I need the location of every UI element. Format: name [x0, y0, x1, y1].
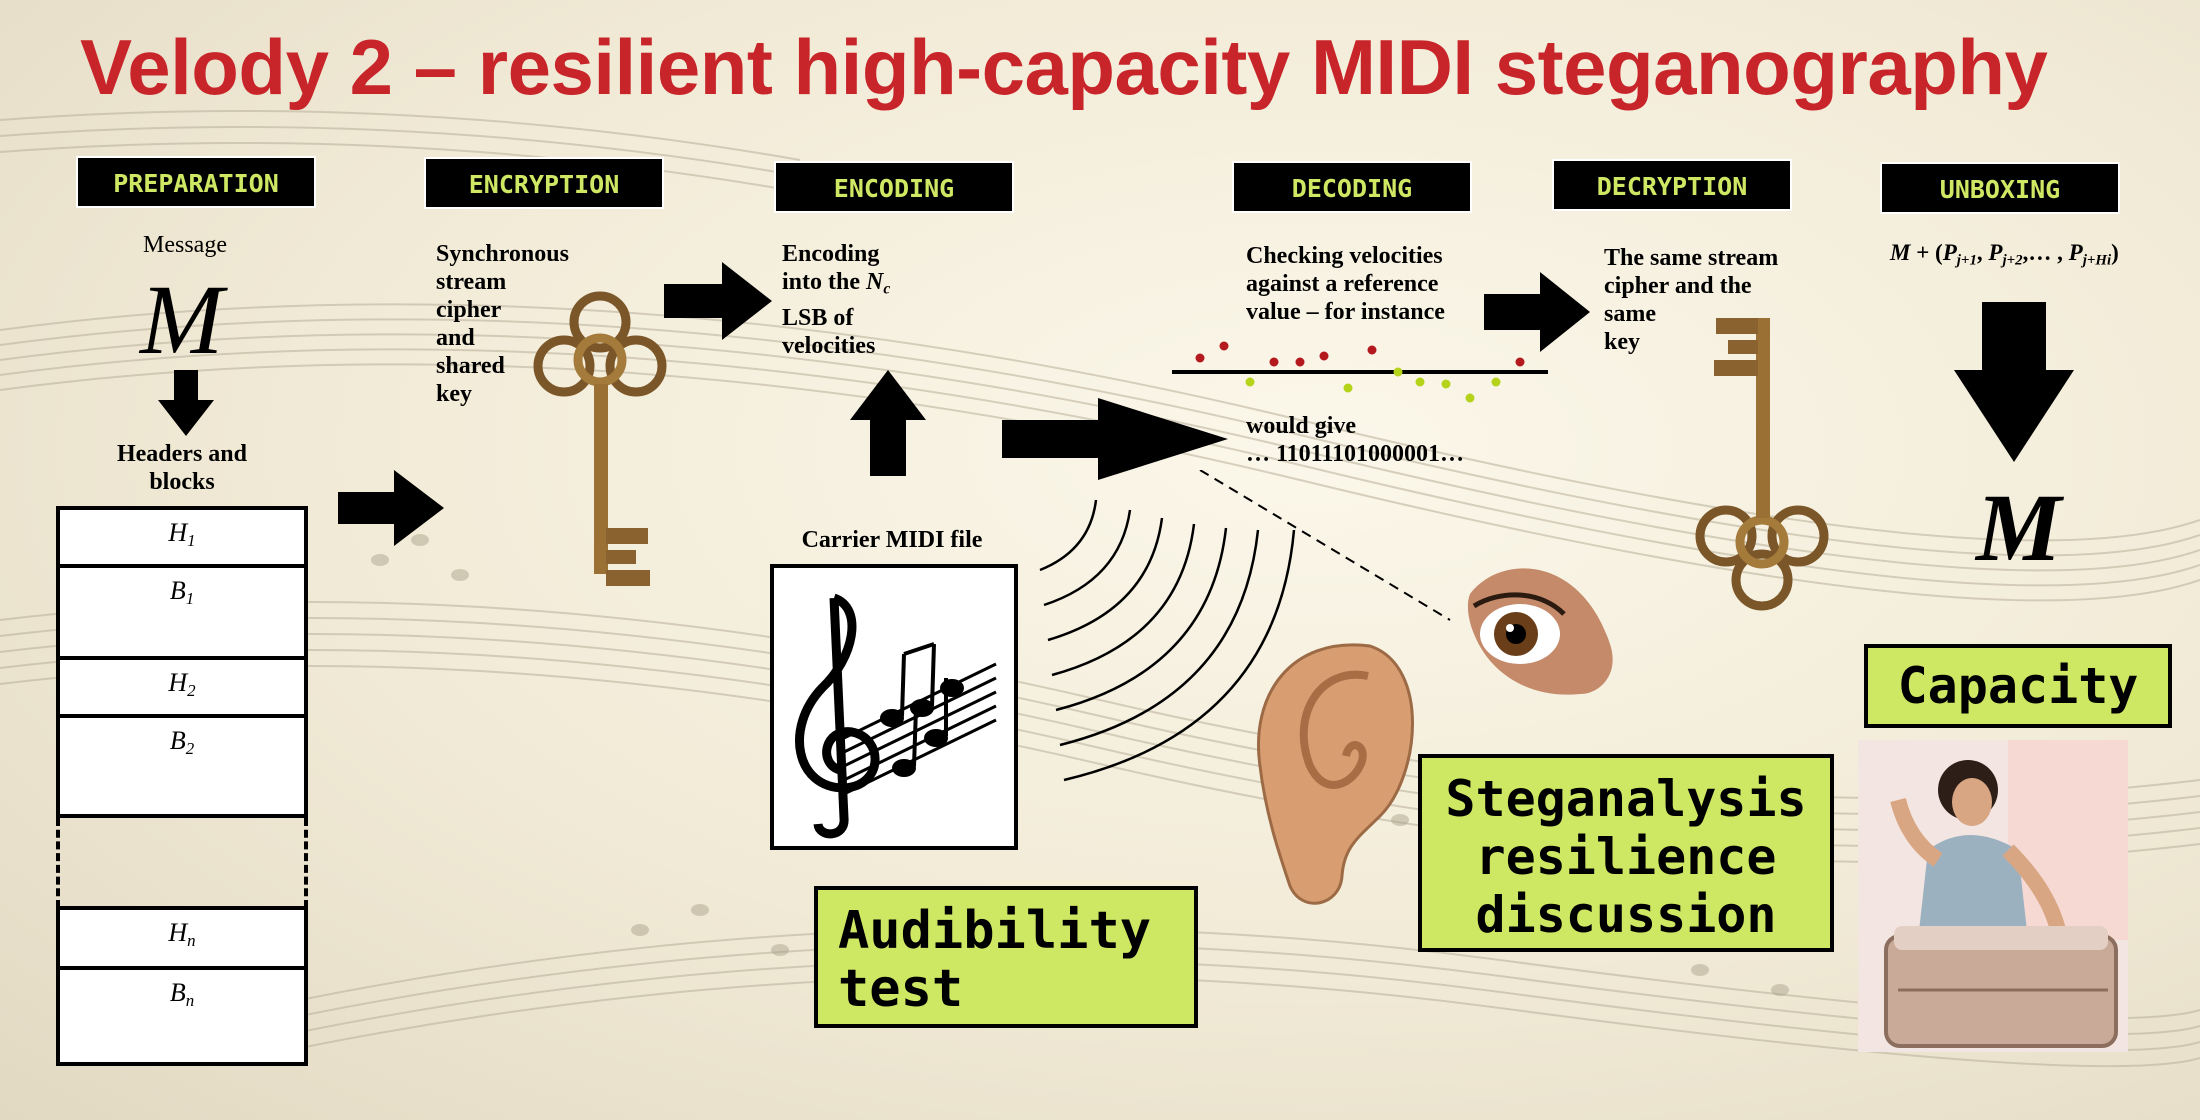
stage-decryption: DECRYPTION	[1552, 159, 1792, 211]
treble-clef-icon	[774, 568, 1014, 846]
encoding-text: Encoding into the Nc LSB of velocities	[782, 240, 890, 360]
stage-preparation: PREPARATION	[76, 156, 316, 208]
decoding-result: would give … 11011101000001…	[1246, 412, 1464, 468]
audibility-box: Audibility test	[814, 886, 1198, 1028]
ear-icon	[1250, 636, 1420, 906]
arrow-right-icon	[338, 470, 444, 546]
headers-blocks-label: Headers and blocks	[92, 440, 272, 496]
person-suitcase-image	[1858, 740, 2128, 1052]
capacity-box: Capacity	[1864, 644, 2172, 728]
message-label: Message	[110, 232, 260, 259]
arrow-down-icon	[1954, 302, 2074, 462]
page-title: Velody 2 – resilient high-capacity MIDI …	[80, 22, 2047, 113]
block-h1: H1	[56, 506, 308, 568]
stage-unboxing: UNBOXING	[1880, 162, 2120, 214]
arrow-right-icon	[1484, 272, 1590, 352]
arrow-right-icon	[1002, 398, 1228, 480]
stage-decoding: DECODING	[1232, 161, 1472, 213]
arrow-up-icon	[850, 370, 926, 476]
stage-encryption: ENCRYPTION	[424, 157, 664, 209]
block-b2: B2	[56, 714, 308, 818]
stage-encoding: ENCODING	[774, 161, 1014, 213]
key-icon	[1690, 304, 1840, 614]
carrier-label: Carrier MIDI file	[772, 526, 1012, 554]
key-icon	[528, 288, 678, 598]
arrow-down-icon	[158, 370, 214, 436]
block-b1: B1	[56, 564, 308, 660]
message-symbol: M	[140, 262, 223, 377]
block-hn: Hn	[56, 906, 308, 970]
carrier-midi-file	[770, 564, 1018, 850]
eye-icon	[1460, 554, 1620, 702]
result-message-symbol: M	[1976, 472, 2061, 583]
block-h2: H2	[56, 656, 308, 718]
steganalysis-box: Steganalysis resilience discussion	[1418, 754, 1834, 952]
arrow-right-icon	[664, 262, 772, 340]
block-ellipsis	[56, 818, 308, 908]
block-bn: Bn	[56, 966, 308, 1066]
unboxing-formula: M + (Pj+1, Pj+2,… , Pj+Hi)	[1890, 240, 2119, 269]
